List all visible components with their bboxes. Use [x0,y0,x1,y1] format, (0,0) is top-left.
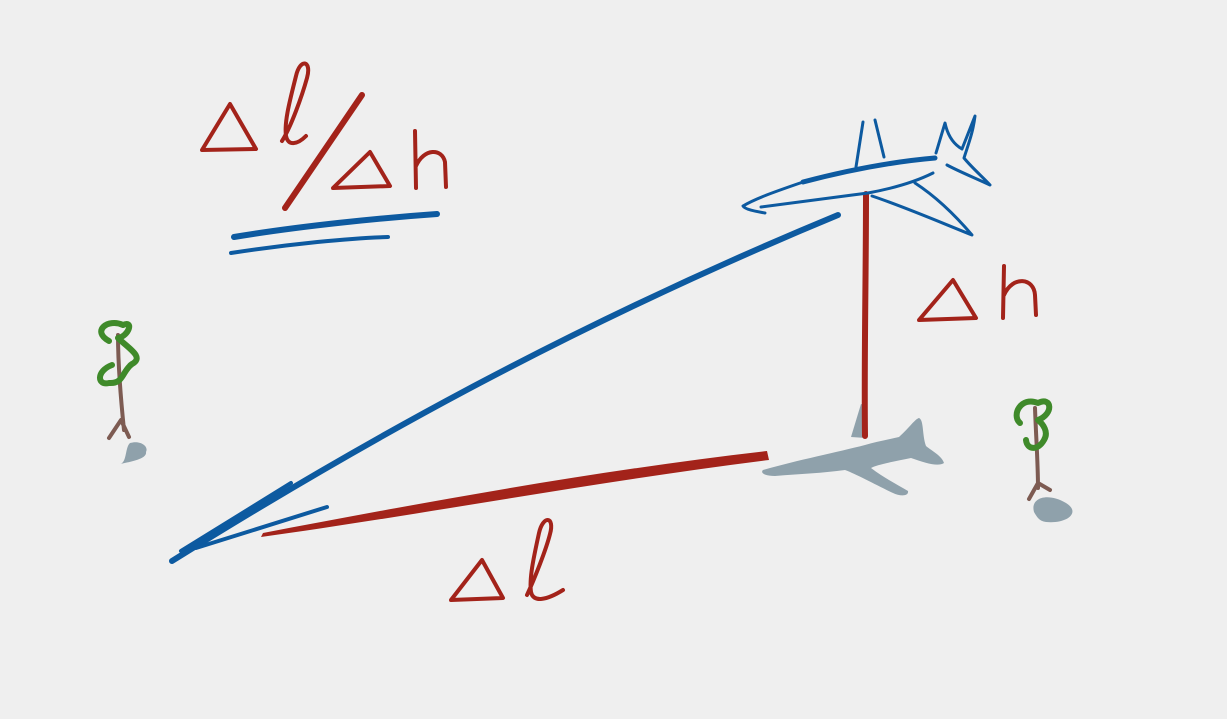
formula-underline-1 [231,211,440,240]
altitude-line [861,191,869,439]
formula-slash [282,92,365,211]
altitude-label: Δh [917,264,1038,322]
airplane-icon [741,114,992,237]
tree-icon [97,320,147,464]
tree-icon [1013,398,1073,523]
line-of-sight [169,212,841,564]
formula-underline-2 [229,235,390,255]
ground-distance-label: Δℓ [449,518,565,602]
formula-ratio: Δℓ Δh [200,61,448,255]
ground-distance-line [261,451,769,537]
formula-denominator: Δh [331,129,448,190]
formula-numerator: Δℓ [200,61,311,152]
